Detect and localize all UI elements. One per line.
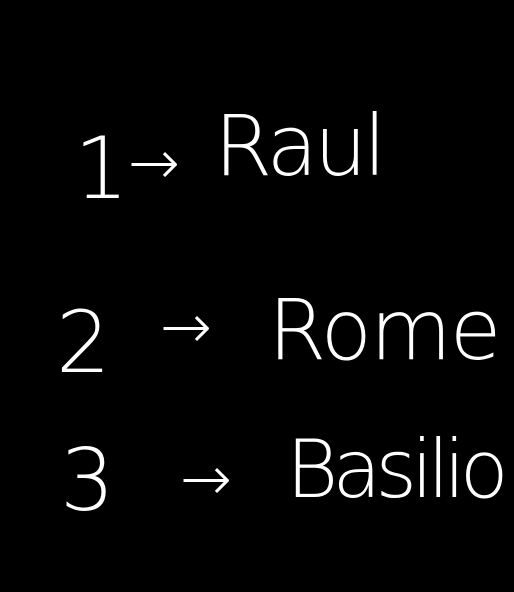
row-1-number: 1 — [74, 119, 129, 219]
row-1-name: Raul — [214, 97, 387, 195]
row-2-name: Rome — [268, 281, 501, 379]
row-2-arrow: → — [160, 290, 212, 363]
row-3-number: 3 — [60, 431, 115, 531]
row-2-number: 2 — [56, 293, 111, 393]
row-1-arrow: → — [128, 126, 180, 199]
row-3-arrow: → — [180, 442, 232, 515]
row-3-name: Basilio — [286, 423, 509, 516]
